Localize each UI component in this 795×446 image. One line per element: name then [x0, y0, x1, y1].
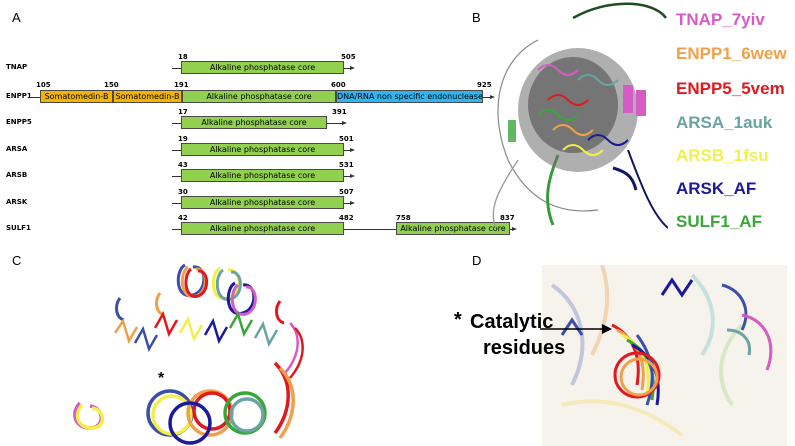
residue-number: 191: [174, 81, 189, 89]
protein-label-arsk: ARSK: [6, 198, 28, 206]
protein-label-arsb: ARSB: [6, 171, 28, 179]
structure-overlay-image: [478, 0, 668, 240]
panel-letter-a: A: [12, 10, 21, 25]
domain-alp-core: Alkaline phosphatase core: [181, 169, 344, 182]
domain-somatomedin-b: Somatomedin-B: [40, 90, 113, 103]
residue-number: 30: [178, 188, 188, 196]
catalytic-site-picture: [550, 265, 773, 437]
residue-number: 43: [178, 161, 188, 169]
domain-alp-core: Alkaline phosphatase core: [181, 143, 344, 156]
arrow-icon: [350, 148, 355, 152]
residue-number: 600: [331, 81, 346, 89]
residue-number: 391: [332, 108, 347, 116]
domain-alp-core: Alkaline phosphatase core: [181, 196, 344, 209]
domain-alp-core: Alkaline phosphatase core: [181, 222, 344, 235]
domain-somatomedin-b: Somatomedin-B: [113, 90, 182, 103]
catalytic-site-image: [542, 265, 787, 446]
domain-endonuclease: DNA/RNA non specific endonuclease: [336, 90, 483, 103]
arrow-icon: [342, 121, 347, 125]
asterisk-marker: *: [158, 370, 165, 387]
protein-structure-picture: [492, 2, 668, 229]
arrow-icon: [490, 95, 495, 99]
pointer-arrow-icon: [540, 324, 612, 334]
residue-number: 925: [477, 81, 492, 89]
arrow-icon: [350, 66, 355, 70]
protein-label-enpp5: ENPP5: [6, 118, 32, 126]
residue-number: 837: [500, 214, 515, 222]
legend-item-enpp1: ENPP1_6wew: [676, 44, 787, 63]
catalytic-residues-label-line2: residues: [483, 337, 566, 359]
arrow-icon: [350, 201, 355, 205]
panel-letter-b: B: [472, 10, 481, 25]
protein-label-tnap: TNAP: [6, 63, 28, 71]
legend-item-arsb: ARSB_1fsu: [676, 146, 769, 165]
residue-number: 150: [104, 81, 119, 89]
residue-number: 507: [339, 188, 354, 196]
residue-number: 18: [178, 53, 188, 61]
catalytic-residues-label-line1: Catalytic: [470, 311, 554, 333]
domain-alp-core: Alkaline phosphatase core: [181, 116, 327, 129]
domain-alp-core: Alkaline phosphatase core: [181, 61, 344, 74]
legend-item-tnap: TNAP_7yiv: [676, 10, 765, 29]
domain-alp-core: Alkaline phosphatase core: [396, 222, 510, 235]
arrow-icon: [350, 174, 355, 178]
panel-letter-d: D: [472, 253, 482, 268]
residue-number: 482: [339, 214, 354, 222]
legend-item-enpp5: ENPP5_5vem: [676, 79, 785, 98]
legend-item-arsk: ARSK_AF: [676, 179, 757, 198]
helix-overlay-image-c: [60, 253, 350, 446]
asterisk-marker: *: [454, 309, 462, 331]
protein-label-enpp1: ENPP1: [6, 92, 32, 100]
legend-item-arsa: ARSA_1auk: [676, 113, 773, 132]
panel-letter-c: C: [12, 253, 22, 268]
arrow-icon: [512, 227, 517, 231]
residue-number: 19: [178, 135, 188, 143]
residue-number: 17: [178, 108, 188, 116]
residue-number: 531: [339, 161, 354, 169]
residue-number: 758: [396, 214, 411, 222]
residue-number: 105: [36, 81, 51, 89]
protein-label-sulf1: SULF1: [6, 224, 31, 232]
legend-item-sulf1: SULF1_AF: [676, 212, 762, 231]
domain-alp-core: Alkaline phosphatase core: [182, 90, 336, 103]
protein-label-arsa: ARSA: [6, 145, 28, 153]
residue-number: 42: [178, 214, 188, 222]
residue-number: 501: [339, 135, 354, 143]
helix-bundle-picture: [73, 263, 304, 445]
residue-number: 505: [341, 53, 356, 61]
